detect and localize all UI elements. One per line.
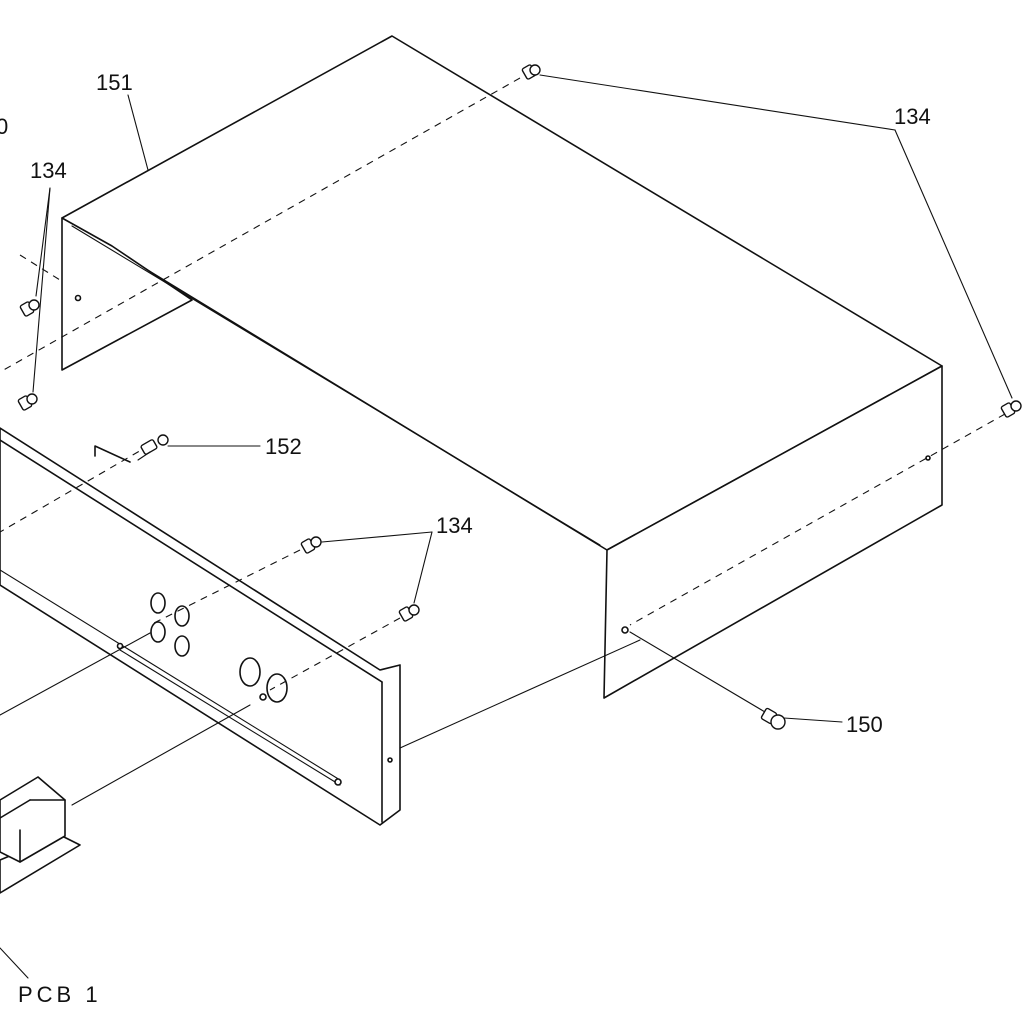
label-board: PCB 1 (18, 982, 102, 1007)
screw-left-2 (17, 393, 38, 411)
leader-lines (0, 74, 1013, 979)
screw-front-1 (300, 536, 322, 554)
screw-top-right-1 (521, 64, 541, 80)
front-panel (0, 427, 401, 826)
label-spacer: 152 (265, 434, 302, 459)
spacer-part (137, 434, 169, 461)
label-cover: 151 (96, 70, 133, 95)
screw-front-2 (398, 604, 420, 622)
label-partial-left: 0 (0, 114, 8, 139)
assembly-guides (0, 77, 1006, 806)
label-side-screw: 150 (846, 712, 883, 737)
label-screw-top-right: 134 (894, 104, 931, 129)
pcb-board (0, 776, 81, 894)
top-cover (61, 35, 943, 699)
label-screw-front: 134 (436, 513, 473, 538)
screw-top-right-2 (1000, 400, 1022, 418)
side-screw-part (760, 707, 786, 730)
screw-left-1 (19, 299, 40, 317)
label-screw-left: 134 (30, 158, 67, 183)
